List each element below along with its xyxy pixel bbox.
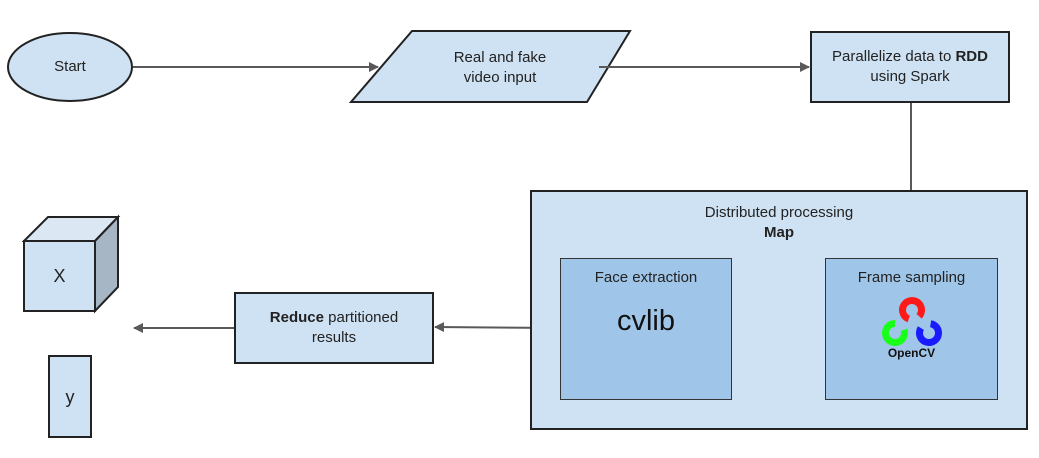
distributed-label-line1: Distributed processing <box>704 204 854 221</box>
reduce-label-line1: Reduce partitioned <box>270 308 398 328</box>
parallelize-label-pre: Parallelize data to <box>832 48 956 65</box>
parallelize-label-line2: using Spark <box>870 68 950 85</box>
start-label: Start <box>54 58 86 75</box>
input-label-line1: Real and fake <box>453 49 547 66</box>
start-ellipse <box>7 32 133 102</box>
output-x-node: X <box>24 241 95 311</box>
opencv-logo-text: OpenCV <box>887 346 936 360</box>
reduce-node: Reduce partitioned results <box>234 292 434 364</box>
opencv-logo-rings-icon <box>881 297 942 346</box>
input-label-line2: video input <box>463 69 537 86</box>
parallelize-label-line1: Parallelize data to RDD <box>832 47 988 67</box>
parallelize-label-rdd: RDD <box>955 48 988 65</box>
cube-x-shape <box>21 214 121 314</box>
parallelize-node: Parallelize data to RDD using Spark <box>810 31 1010 103</box>
input-node: Real and fake video input <box>380 38 620 98</box>
cvlib-label: cvlib <box>616 305 675 337</box>
output-x-label: X <box>53 266 66 286</box>
distributed-label-map: Map <box>764 224 794 241</box>
frame-sampling-node: Frame sampling OpenCV <box>825 258 998 400</box>
frame-sampling-title: Frame sampling <box>857 269 966 286</box>
start-node: Start <box>8 33 132 101</box>
input-parallelogram <box>348 30 632 103</box>
output-y-label: y <box>65 386 75 407</box>
face-extraction-node: Face extraction cvlib <box>560 258 732 400</box>
reduce-label-line2: results <box>311 329 357 346</box>
reduce-label-rest: partitioned <box>323 309 399 326</box>
reduce-label-bold: Reduce <box>269 309 324 326</box>
face-extraction-title: Face extraction <box>594 269 698 286</box>
output-y-node: y <box>48 355 92 438</box>
opencv-logo: OpenCV <box>877 296 947 362</box>
